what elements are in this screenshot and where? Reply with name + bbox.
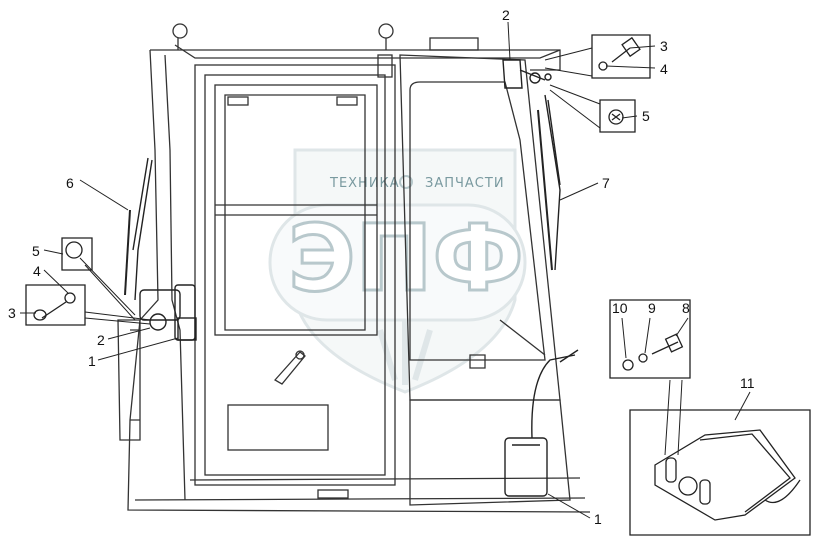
callout-2-top: 2	[502, 7, 510, 23]
callout-3-left: 3	[8, 305, 16, 321]
callout-11: 11	[740, 375, 755, 391]
callout-5-left: 5	[32, 243, 40, 259]
cab-body	[117, 23, 591, 513]
callout-7: 7	[602, 175, 610, 191]
watermark-gear-icon	[399, 175, 413, 189]
callout-4-left: 4	[33, 263, 41, 279]
callout-10: 10	[612, 300, 628, 316]
callout-2-left: 2	[97, 332, 105, 348]
callout-6: 6	[66, 175, 74, 191]
callout-4-right: 4	[660, 61, 668, 77]
watermark-logo	[268, 148, 527, 394]
detail-nut-top	[599, 99, 636, 133]
right-wiper	[502, 59, 561, 271]
callout-3-right: 3	[660, 38, 668, 54]
callout-8: 8	[682, 300, 690, 316]
detail-bolt-washer-top	[591, 34, 651, 79]
detail-bolt-washer-left	[25, 284, 86, 326]
leader-lines	[20, 21, 751, 519]
left-wiper	[124, 157, 197, 341]
callout-1-bottom: 1	[594, 511, 602, 527]
callout-9: 9	[648, 300, 656, 316]
callout-1-left: 1	[88, 353, 96, 369]
detail-bracket-box	[609, 299, 811, 536]
callout-5-right: 5	[642, 108, 650, 124]
watermark-right-text: ЗАПЧАСТИ	[425, 176, 505, 191]
watermark-left-text: ТЕХНИКА	[329, 176, 400, 191]
washer-reservoir	[504, 349, 579, 497]
watermark-big-text: ЭПФ	[288, 205, 524, 312]
